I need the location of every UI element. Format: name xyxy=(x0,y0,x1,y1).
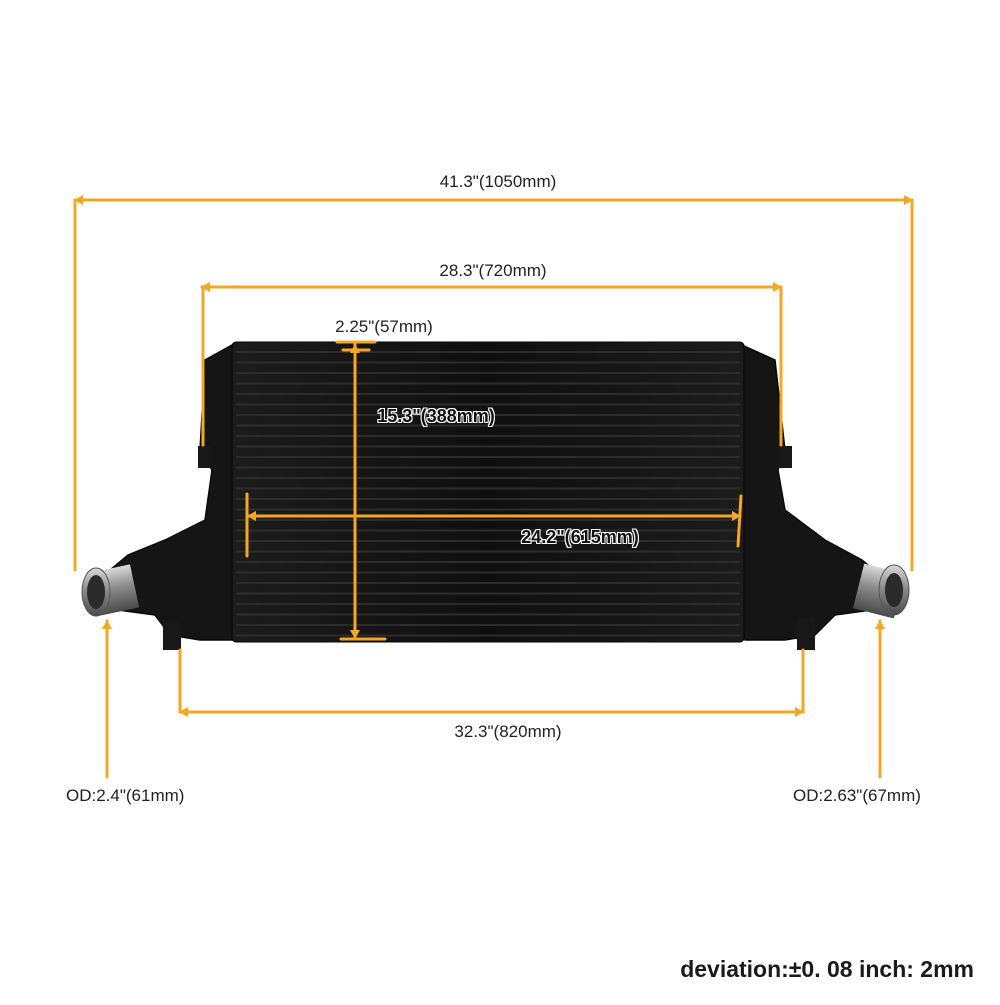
outlet-od-label: OD:2.63"(67mm) xyxy=(793,786,921,805)
outlet-od-arrow xyxy=(875,620,885,629)
right-mount-tab xyxy=(797,618,815,650)
left-upper-bracket xyxy=(198,446,212,468)
left-mount-tab xyxy=(163,620,181,650)
outlet-pipe xyxy=(853,563,910,619)
core-width-arrow-right xyxy=(773,282,782,292)
mount-span-arrow-left xyxy=(179,707,188,717)
deviation-note: deviation:±0. 08 inch: 2mm xyxy=(680,956,974,982)
inlet-od-label: OD:2.4"(61mm) xyxy=(66,786,185,805)
core-inner-width-arrow-left xyxy=(247,511,256,521)
overall-width-label: 41.3"(1050mm) xyxy=(439,172,557,191)
overall-width-arrow-right xyxy=(904,195,913,205)
inlet-od-arrow xyxy=(102,620,112,629)
core-inner-width-ext-right xyxy=(736,494,743,548)
inlet-pipe xyxy=(81,564,140,617)
core-width-label: 28.3"(720mm) xyxy=(439,261,547,280)
intercooler-illustration xyxy=(81,341,910,650)
dimension-arrowheads xyxy=(74,195,913,717)
mount-span-arrow-right xyxy=(795,707,804,717)
mount-span-label: 32.3"(820mm) xyxy=(454,722,562,741)
dimension-lines xyxy=(73,198,914,779)
core-thickness-label: 2.25"(57mm) xyxy=(335,317,433,336)
core-inner-width-arrow-right xyxy=(732,511,741,521)
core-width-arrow-left xyxy=(201,282,210,292)
core-height-arrow-top xyxy=(350,344,360,353)
core-height-label: 15.3"(388mm) xyxy=(377,406,495,426)
core-fins xyxy=(236,351,740,637)
core-body xyxy=(231,341,745,643)
core-height-arrow-bottom xyxy=(350,630,360,639)
core-inner-width-label: 24.2"(615mm) xyxy=(521,527,639,547)
right-upper-bracket xyxy=(778,446,792,468)
overall-width-arrow-left xyxy=(74,195,83,205)
